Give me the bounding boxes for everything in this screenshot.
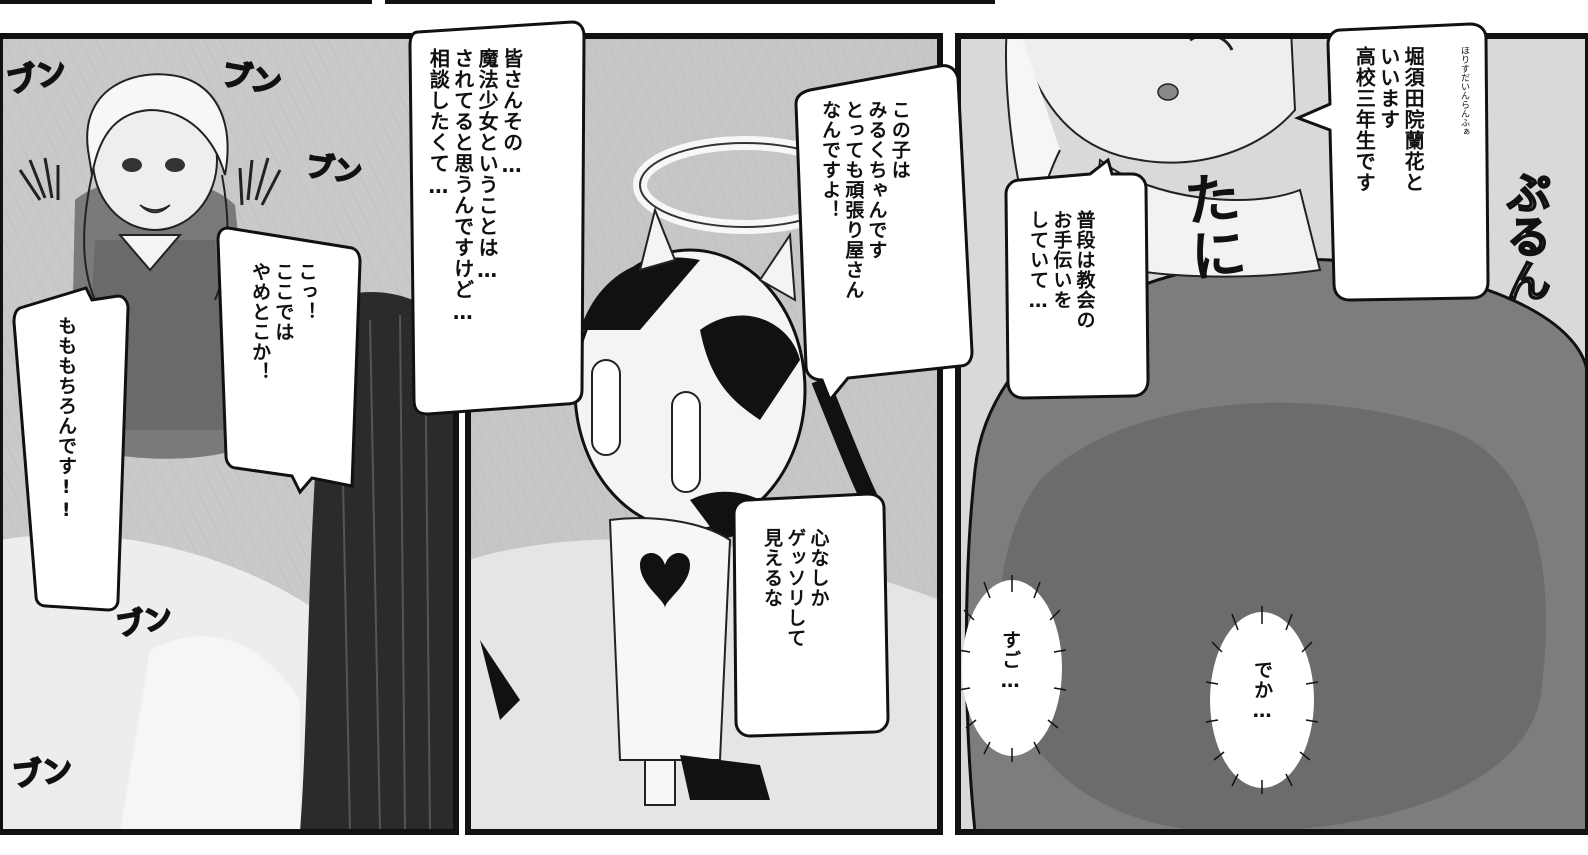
sfx-puyun: ぷるん bbox=[1498, 169, 1551, 303]
burst-sugo-shape bbox=[957, 575, 1067, 762]
sfx-bun-5: ブン bbox=[10, 752, 75, 795]
sfx-bun-3: ブン bbox=[303, 148, 365, 190]
bubble-kokoro: 心なしか ゲッソリして 見えるな bbox=[761, 528, 830, 648]
burst-sugo: すご… bbox=[999, 630, 1022, 693]
bubble-fudan: 普段は教会の お手伝いを していて… bbox=[1027, 210, 1096, 330]
ruby-horisuda: ほりすだいんらんふぁ bbox=[1459, 46, 1469, 136]
sfx-ta: たに bbox=[1172, 166, 1249, 286]
bubble-ko: こっ！ ここでは やめとこか！ bbox=[249, 262, 318, 382]
burst-deka-shape bbox=[1205, 606, 1319, 794]
bubble-momo: もももちろんです!! bbox=[55, 316, 78, 522]
bubble-mina: 皆さんその… 魔法少女ということは… されてると思うんですけど… 相談したくて… bbox=[426, 48, 524, 325]
burst-deka: でか… bbox=[1251, 660, 1274, 723]
bubble-horisuda: 堀須田院蘭花と いいます 高校三年生です bbox=[1352, 46, 1426, 193]
bubble-konoko: この子は みるくちゃんです とっても頑張り屋さん なんですよ！ bbox=[819, 100, 911, 300]
